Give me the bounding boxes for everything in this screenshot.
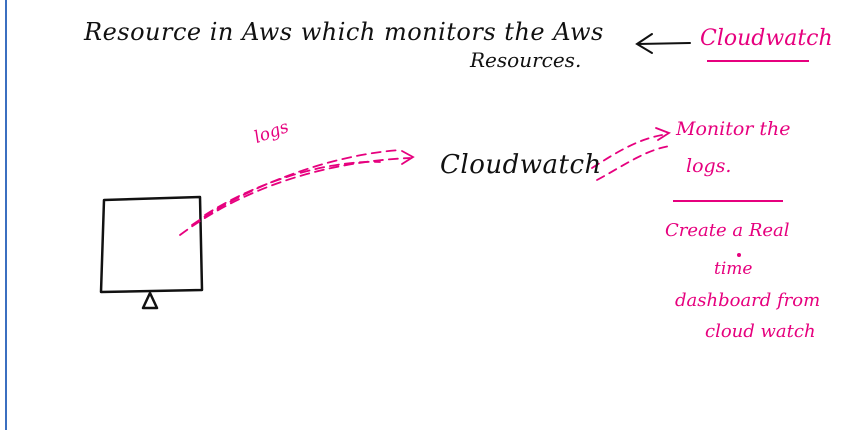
page-margin-rule bbox=[5, 0, 7, 430]
monitor-flow-arrow bbox=[591, 133, 671, 181]
monitor-arrowhead-icon bbox=[655, 127, 671, 141]
heading-line-2: Resources. bbox=[470, 48, 582, 72]
heading-line-1: Resource in Aws which monitors the Aws bbox=[84, 18, 604, 46]
cloudwatch-label: Cloudwatch bbox=[440, 150, 602, 180]
dashboard-note-line-1: Create a Real bbox=[665, 220, 790, 241]
monitor-underline bbox=[673, 200, 783, 202]
logs-arrowhead-icon bbox=[401, 150, 415, 165]
left-arrow-icon bbox=[635, 33, 691, 54]
ink-dot bbox=[737, 253, 741, 257]
answer-label: Cloudwatch bbox=[700, 26, 833, 51]
monitor-label-line-2: logs. bbox=[686, 155, 732, 177]
logs-flow-arrow bbox=[179, 149, 411, 236]
dashboard-note-line-2: time bbox=[714, 259, 753, 279]
monitor-box-icon bbox=[99, 195, 204, 310]
answer-underline bbox=[707, 60, 809, 62]
dashboard-note-line-3: dashboard from bbox=[675, 290, 821, 311]
monitor-label-line-1: Monitor the bbox=[676, 118, 791, 140]
dashboard-note-line-4: cloud watch bbox=[705, 321, 816, 342]
